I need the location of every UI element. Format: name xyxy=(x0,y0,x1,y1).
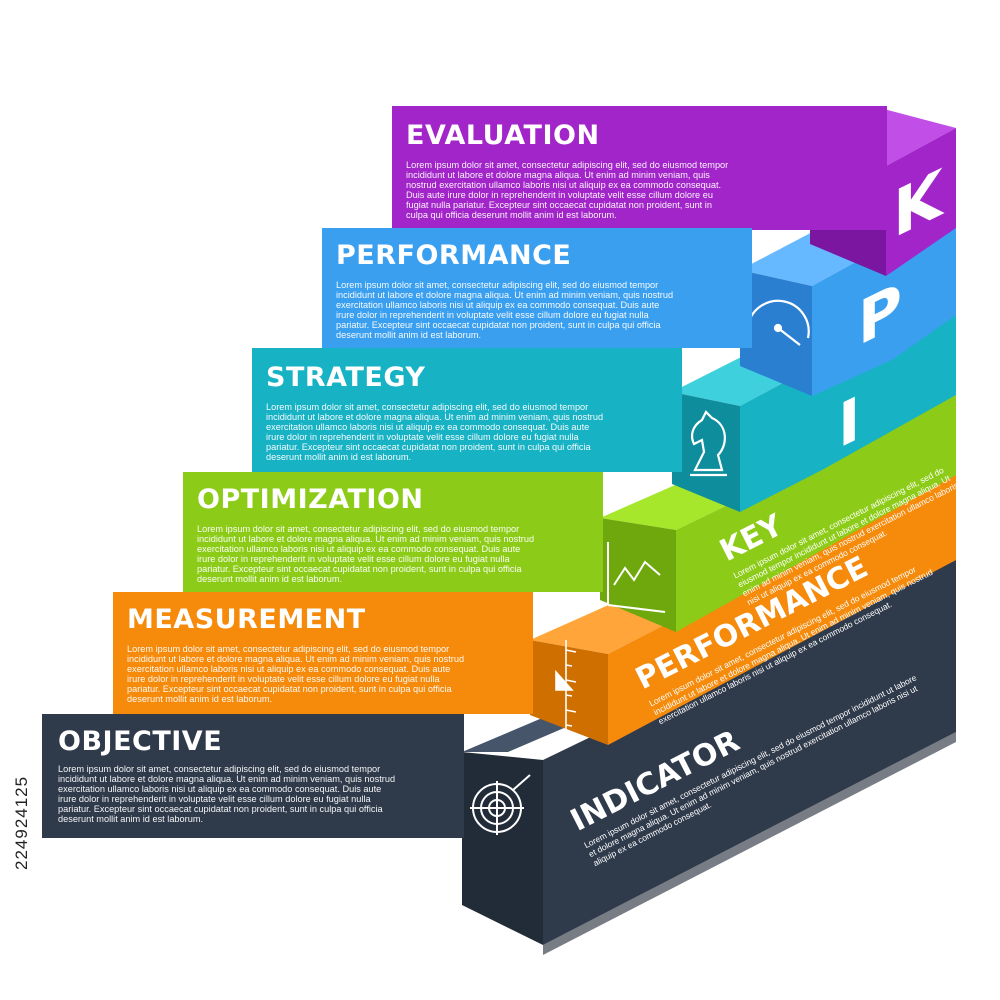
indicator-slab-face xyxy=(543,560,956,945)
key-slab-face xyxy=(676,395,956,632)
chess-knight-icon xyxy=(690,410,727,477)
indicator-slab-shadow xyxy=(543,732,956,955)
band-body: Lorem ipsum dolor sit amet, consectetur … xyxy=(266,402,604,462)
ruler-icon xyxy=(555,640,577,735)
performance-slab-face xyxy=(608,475,956,745)
p-cube-bar xyxy=(892,228,956,360)
band-objective: OBJECTIVE Lorem ipsum dolor sit amet, co… xyxy=(42,714,464,838)
band-measurement: MEASUREMENT Lorem ipsum dolor sit amet, … xyxy=(113,592,533,714)
band-title: OBJECTIVE xyxy=(58,726,223,757)
band-strategy: STRATEGY Lorem ipsum dolor sit amet, con… xyxy=(252,348,682,472)
band-body: Lorem ipsum dolor sit amet, consectetur … xyxy=(406,160,729,220)
band-evaluation: EVALUATION Lorem ipsum dolor sit amet, c… xyxy=(392,106,887,230)
band-performance: PERFORMANCE Lorem ipsum dolor sit amet, … xyxy=(322,228,752,348)
band-title: EVALUATION xyxy=(406,120,600,151)
stock-id-text: 224924125 xyxy=(12,775,31,870)
band-body: Lorem ipsum dolor sit amet, consectetur … xyxy=(336,280,674,340)
band-body: Lorem ipsum dolor sit amet, consectetur … xyxy=(127,644,465,704)
k-cube-face xyxy=(886,128,956,276)
band-optimization: OPTIMIZATION Lorem ipsum dolor sit amet,… xyxy=(183,472,603,592)
band-title: STRATEGY xyxy=(266,362,426,393)
stock-id: 224924125 xyxy=(2,760,42,870)
band-body: Lorem ipsum dolor sit amet, consectetur … xyxy=(58,764,396,824)
target-icon xyxy=(470,774,531,835)
band-title: MEASUREMENT xyxy=(127,604,366,635)
performance-cube-side xyxy=(530,640,608,745)
letter-i: I xyxy=(838,382,861,464)
indicator-cube-side xyxy=(462,752,543,945)
band-title: PERFORMANCE xyxy=(336,240,572,271)
line-chart-icon xyxy=(607,542,666,613)
p-cube-side xyxy=(740,270,812,396)
p-cube-face xyxy=(812,242,892,396)
band-body: Lorem ipsum dolor sit amet, consectetur … xyxy=(197,524,535,584)
i-cube-face xyxy=(740,362,822,512)
band-title: OPTIMIZATION xyxy=(197,484,424,515)
i-cube-side xyxy=(672,392,740,512)
speedometer-icon xyxy=(746,299,810,346)
